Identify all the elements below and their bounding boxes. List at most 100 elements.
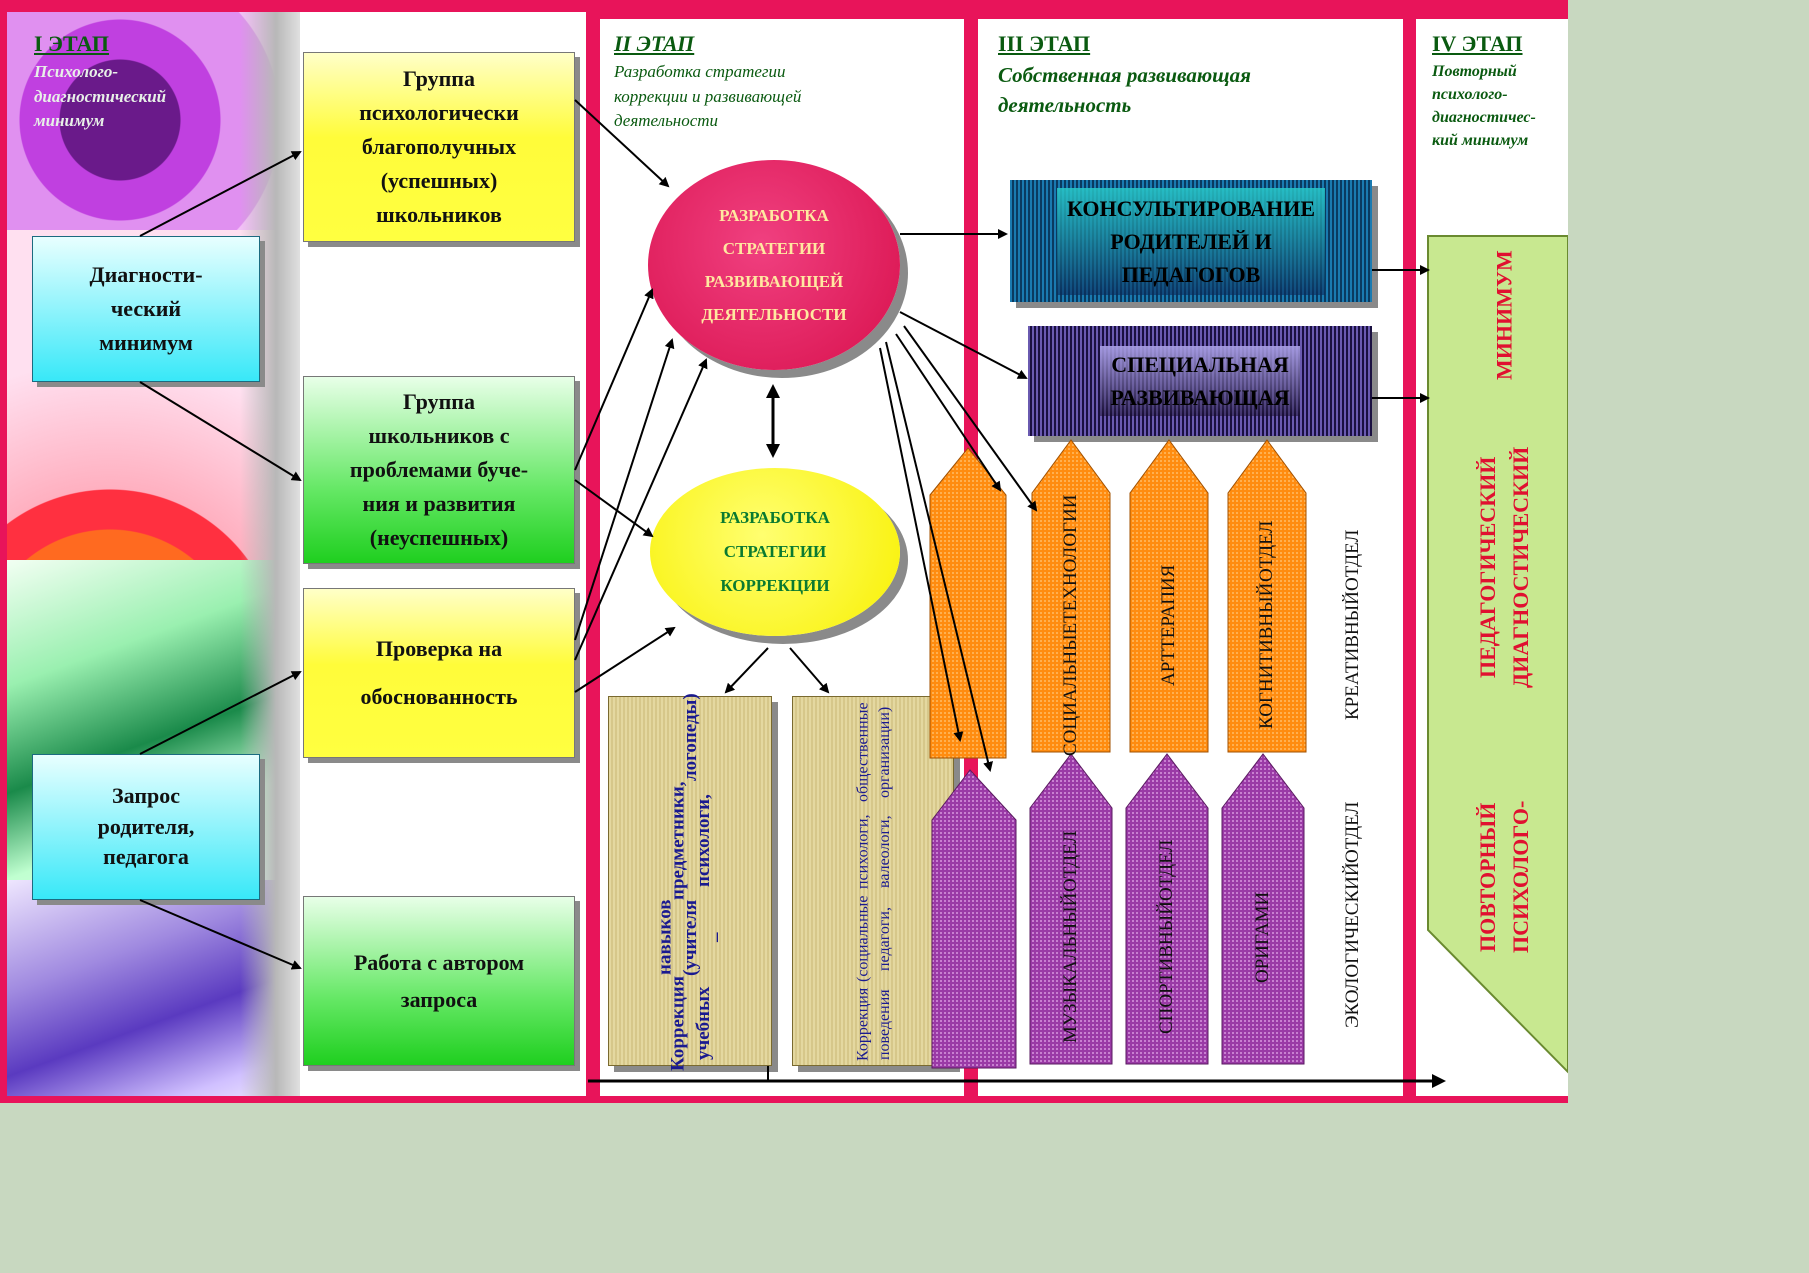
stage1-heading: I ЭТАП Психолого- диагностический миниму… <box>34 28 254 134</box>
creative-line-1: КРЕАТИВНЫЙ <box>1342 591 1364 721</box>
arrow-request-to-check <box>139 671 302 755</box>
check-line-1: Проверка на <box>375 635 503 661</box>
special-development-box: СПЕЦИАЛЬНАЯ РАЗВИВАЮЩАЯ <box>1028 326 1372 436</box>
correction-strategy-oval: РАЗРАБОТКА СТРАТЕГИИ КОРРЕКЦИИ <box>650 468 900 636</box>
orange-label-1: СОЦИАЛЬНЫЕ ТЕХНОЛОГИИ <box>1032 494 1110 756</box>
stage4-number: IV ЭТАП <box>1432 31 1523 56</box>
check-line-2: обоснованность <box>360 684 518 709</box>
stage3-heading: III ЭТАП Собственная развивающая деятель… <box>998 28 1388 121</box>
successful-line-4: (успешных) <box>380 168 498 194</box>
special-line-1: СПЕЦИАЛЬНАЯ <box>1111 352 1289 377</box>
orange-label-2-line-1: АРТТЕРАПИЯ <box>1158 564 1180 686</box>
development-line-4: ДЕЯТЕЛЬНОСТИ <box>701 305 847 325</box>
consulting-line-1: КОНСУЛЬТИРОВАНИЕ <box>1066 195 1316 221</box>
stage4-frame <box>1403 12 1568 1103</box>
stage4-title-3: диагностичес- <box>1432 109 1536 127</box>
correction-line-2: СТРАТЕГИИ <box>723 542 827 561</box>
stage4-heading: IV ЭТАП Повторный психолого- диагностиче… <box>1432 28 1568 153</box>
stage1-number: I ЭТАП <box>34 31 110 56</box>
arrow-diag-to-problems <box>139 381 302 482</box>
stage4-title-4: кий минимум <box>1432 132 1529 150</box>
top-frame-bar <box>0 0 1568 12</box>
special-text: СПЕЦИАЛЬНАЯ РАЗВИВАЮЩАЯ <box>1100 346 1300 416</box>
problems-group-box: Группа школьников с проблемами буче- ния… <box>303 376 575 564</box>
arrow-dev-to-orange-shadow <box>895 333 1002 492</box>
stage2-title-2: коррекции и развивающей <box>614 86 802 106</box>
diagram-canvas: I ЭТАП Психолого- диагностический миниму… <box>0 0 1568 1103</box>
stage2-title-3: деятельности <box>614 111 719 131</box>
orange-arrow-2 <box>1129 439 1209 753</box>
purple-label-1: МУЗЫКАЛЬНЫЙ ОТДЕЛ <box>1030 812 1112 1062</box>
stage2-title-1: Разработка стратегии <box>614 61 786 81</box>
author-work-box: Работа с автором запроса <box>303 896 575 1066</box>
final-arrow-shape <box>1427 235 1568 1074</box>
purple-arrow-2 <box>1125 753 1209 1065</box>
problems-line-1: Группа <box>403 388 475 414</box>
learning-correction-box: Коррекция учебных навыков (учителя – пре… <box>608 693 772 1071</box>
request-box: Запрос родителя, педагога <box>32 754 260 900</box>
consulting-line-2: РОДИТЕЛЕЙ И <box>1110 228 1272 254</box>
special-line-2: РАЗВИВАЮЩАЯ <box>1110 385 1290 410</box>
successful-group-box: Группа психологически благополучных (усп… <box>303 52 575 242</box>
stage1-title-1: Психолого- <box>34 61 119 81</box>
request-line-3: педагога <box>103 844 189 870</box>
successful-line-1: Группа <box>403 65 475 91</box>
purple-label-2-line-2: ОТДЕЛ <box>1156 839 1178 902</box>
final-arrow-label: ПОВТОРНЫЙ ПСИХОЛОГО- ПЕДАГОГИЧЕСКИЙ ДИАГ… <box>1440 250 1568 1000</box>
stage3-title-2: деятельность <box>998 93 1132 118</box>
stage1-title-3: минимум <box>34 111 105 131</box>
ecological-line-2: ОТДЕЛ <box>1342 801 1364 863</box>
orange-arrow-3 <box>1227 439 1307 753</box>
arrow-dev-to-purple-shadow <box>879 347 964 742</box>
purple-label-1-line-1: МУЗЫКАЛЬНЫЙ <box>1060 892 1082 1043</box>
purple-label-3: ОРИГАМИ <box>1222 812 1304 1062</box>
arrow-problems-to-corr <box>574 479 654 538</box>
problems-line-2: школьников с <box>368 422 510 448</box>
orange-label-3: КОГНИТИВНЫЙ ОТДЕЛ <box>1228 500 1306 750</box>
development-strategy-oval: РАЗРАБОТКА СТРАТЕГИИ РАЗВИВАЮЩЕЙ ДЕЯТЕЛЬ… <box>648 160 900 370</box>
problems-line-3: проблемами буче- <box>349 456 529 482</box>
development-line-1: РАЗРАБОТКА <box>719 205 829 225</box>
stage2-number: II ЭТАП <box>614 31 695 56</box>
connector-lines <box>139 99 1446 1088</box>
orange-label-1-line-1: СОЦИАЛЬНЫЕ <box>1060 622 1082 756</box>
stage3-title-1: Собственная развивающая <box>998 62 1251 87</box>
correction-line-1: РАЗРАБОТКА <box>720 508 830 527</box>
stage1-title-2: диагностический <box>34 86 167 106</box>
arrow-check-to-dev-2 <box>574 358 708 661</box>
arrow-dev-to-social <box>903 325 1038 512</box>
purple-label-2-line-1: СПОРТИВНЫЙ <box>1156 901 1178 1035</box>
stage3-number: III ЭТАП <box>998 31 1091 56</box>
orange-arrow-group <box>929 439 1307 759</box>
orange-label-3-line-1: КОГНИТИВНЫЙ <box>1256 582 1278 729</box>
diagnostic-line-2: ческий <box>110 295 182 321</box>
final-line-1: ПОВТОРНЫЙ ПСИХОЛОГО- <box>1475 800 1533 954</box>
stage4-title-2: психолого- <box>1432 86 1508 104</box>
orange-arrow-1 <box>1031 439 1111 753</box>
problems-line-4: ния и развития <box>362 491 516 517</box>
author-line-1: Работа с автором <box>353 949 525 975</box>
purple-arrow-group <box>931 753 1305 1069</box>
purple-label-1-line-2: ОТДЕЛ <box>1060 831 1082 893</box>
successful-line-2: психологически <box>359 99 519 125</box>
consulting-text: КОНСУЛЬТИРОВАНИЕ РОДИТЕЛЕЙ И ПЕДАГОГОВ <box>1056 187 1326 295</box>
purple-arrow-3 <box>1221 753 1305 1065</box>
consulting-line-3: ПЕДАГОГОВ <box>1121 261 1261 287</box>
arrow-dev-to-special <box>899 311 1028 379</box>
behavior-correction-box: Коррекция поведения (социальные педагоги… <box>792 696 954 1066</box>
arrow-diag-to-successful <box>139 151 302 237</box>
diagnostic-line-3: минимум <box>99 330 193 356</box>
arrow-dev-to-music <box>885 341 993 772</box>
orange-label-2: АРТТЕРАПИЯ <box>1130 500 1208 750</box>
purple-label-3-line-1: ОРИГАМИ <box>1252 891 1274 983</box>
stage2-heading: II ЭТАП Разработка стратегии коррекции и… <box>614 28 954 134</box>
successful-line-5: школьников <box>376 202 502 228</box>
final-line-2: ПЕДАГОГИЧЕСКИЙ ДИАГНОСТИЧЕСКИЙ <box>1475 446 1533 688</box>
final-line-3: МИНИМУМ <box>1491 250 1517 380</box>
arrow-request-to-author <box>139 899 302 970</box>
purple-arrow-shadow-1 <box>931 769 1017 1069</box>
orange-label-3-line-2: ОТДЕЛ <box>1256 521 1278 583</box>
diagnostic-line-1: Диагности- <box>89 261 203 287</box>
development-line-2: СТРАТЕГИИ <box>722 238 826 258</box>
purple-outside-label: ЭКОЛОГИЧЕСКИЙ ОТДЕЛ <box>1318 760 1388 1070</box>
